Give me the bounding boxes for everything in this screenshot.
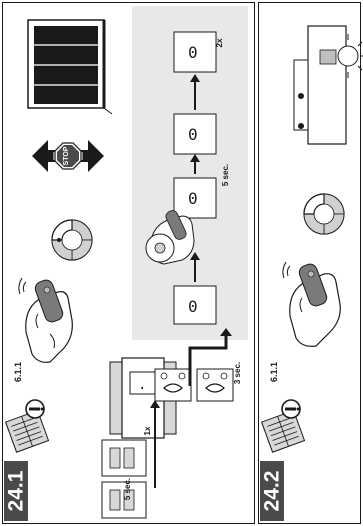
svg-text:0: 0: [188, 43, 198, 62]
operator-lamp-icon: [290, 20, 360, 150]
svg-text:.: .: [138, 377, 146, 393]
display-sequence: 0 0 0 0: [170, 26, 222, 326]
arrow-path-icon: [186, 328, 232, 388]
stop-sign-label: STOP: [63, 140, 73, 172]
garage-door-icon: [26, 16, 114, 116]
press-label-2x: 2x: [215, 33, 225, 53]
step-badge-24-1: 24.1: [4, 461, 28, 521]
info-icon: [24, 398, 46, 420]
reference-label-24-2: 6.1.1: [269, 354, 281, 390]
svg-text:0: 0: [188, 125, 198, 144]
hand-with-remote-icon-3: [276, 252, 352, 352]
press-label-3s: 3 sec.: [233, 355, 243, 391]
hand-with-remote-icon: [14, 270, 84, 366]
hold-label-a: 5 sec.: [123, 471, 133, 507]
svg-text:0: 0: [188, 297, 198, 316]
arrow-icon-bottom: [150, 400, 160, 490]
step-badge-24-2: 24.2: [260, 461, 284, 521]
remote-keypad-icon-3: [300, 190, 348, 238]
info-icon-2: [280, 398, 302, 420]
remote-keypad-icon: [48, 216, 96, 264]
hold-label-b: 5 sec.: [221, 157, 231, 193]
remote-keypad-icon-2: [144, 232, 176, 264]
